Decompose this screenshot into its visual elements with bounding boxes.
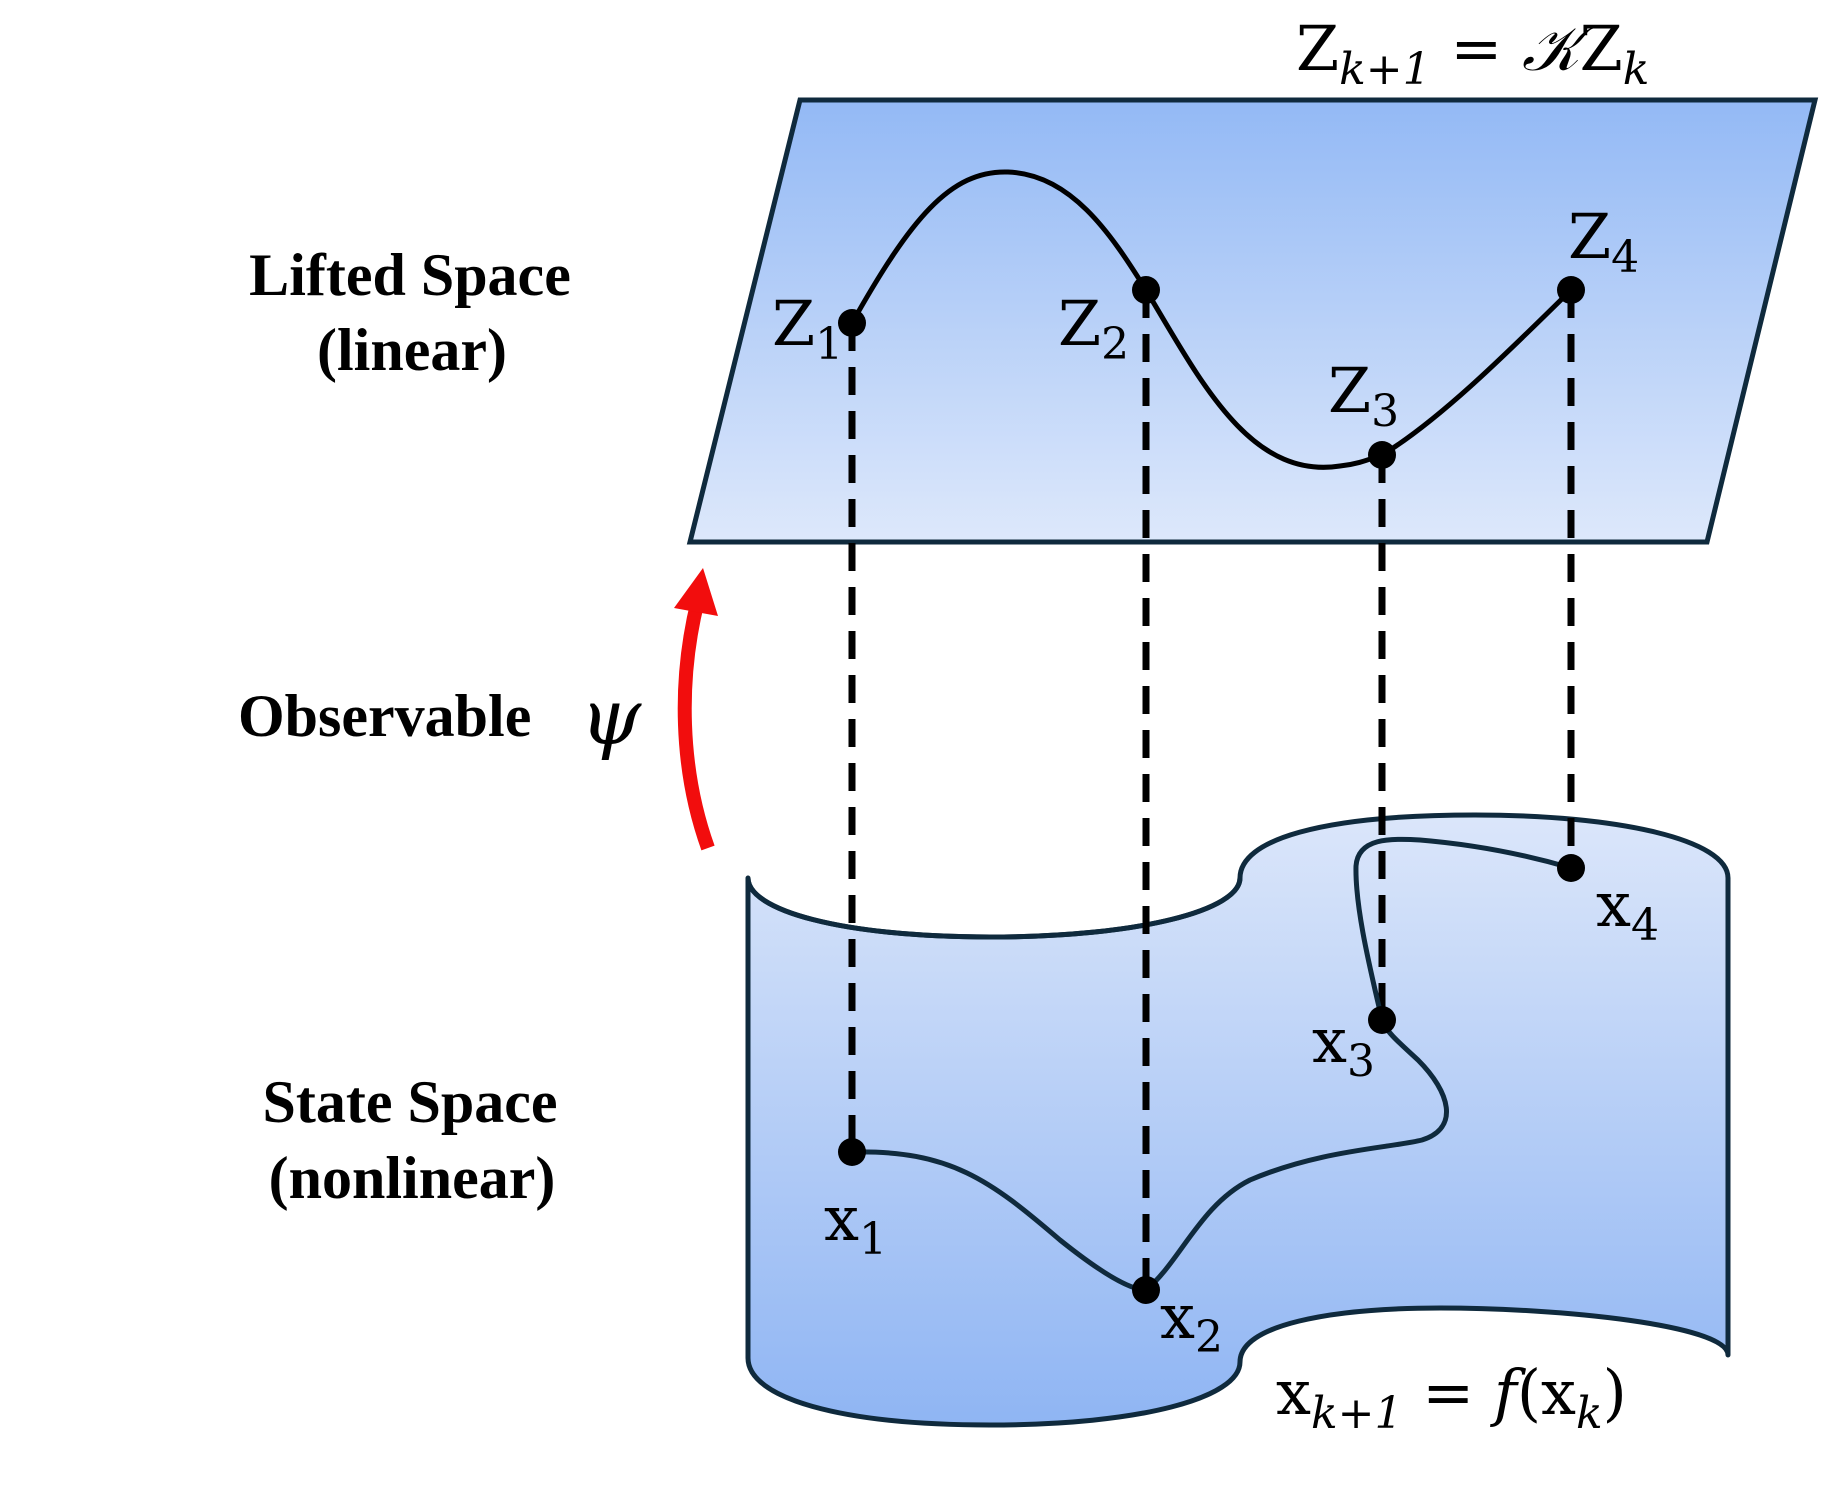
- label-x1: x1: [824, 1182, 887, 1265]
- lifted-point-z4: [1557, 276, 1585, 304]
- label-z2: Z2: [1058, 287, 1129, 370]
- label-x4: x4: [1596, 868, 1659, 951]
- state-point-x3: [1368, 1006, 1396, 1034]
- label-z4: Z4: [1568, 200, 1639, 283]
- state-points: [838, 854, 1585, 1304]
- lifted-points: [838, 276, 1585, 469]
- lifted-trajectory-curve: [849, 169, 1574, 470]
- state-point-x2: [1132, 1276, 1160, 1304]
- state-equation: xk+1 = f(xk): [1276, 1356, 1627, 1439]
- lifting-arrow-head: [674, 568, 718, 616]
- label-x2: x2: [1160, 1280, 1223, 1363]
- observable-symbol: ψ: [580, 673, 642, 763]
- state-space-label: State Space (nonlinear): [263, 1069, 562, 1211]
- lifted-point-z2: [1132, 276, 1160, 304]
- projection-lines: [848, 290, 1575, 1290]
- state-point-x4: [1557, 854, 1585, 882]
- lifted-equation: Zk+1 = 𝒦Zk: [1296, 12, 1649, 95]
- lifting-arrow-shaft: [677, 598, 715, 851]
- lifted-point-z1: [838, 309, 866, 337]
- label-x3: x3: [1312, 1004, 1375, 1087]
- lifted-space-plane: [686, 97, 1819, 545]
- state-space-surface: [745, 812, 1731, 1428]
- lifted-point-z3: [1368, 441, 1396, 469]
- observable-label: Observable: [238, 683, 531, 749]
- state-point-x1: [838, 1138, 866, 1166]
- state-trajectory-curve: [849, 836, 1574, 1293]
- label-z3: Z3: [1328, 354, 1399, 437]
- lifting-arrow: [674, 568, 718, 851]
- lifted-space-label: Lifted Space (linear): [249, 242, 575, 383]
- label-z1: Z1: [772, 287, 843, 370]
